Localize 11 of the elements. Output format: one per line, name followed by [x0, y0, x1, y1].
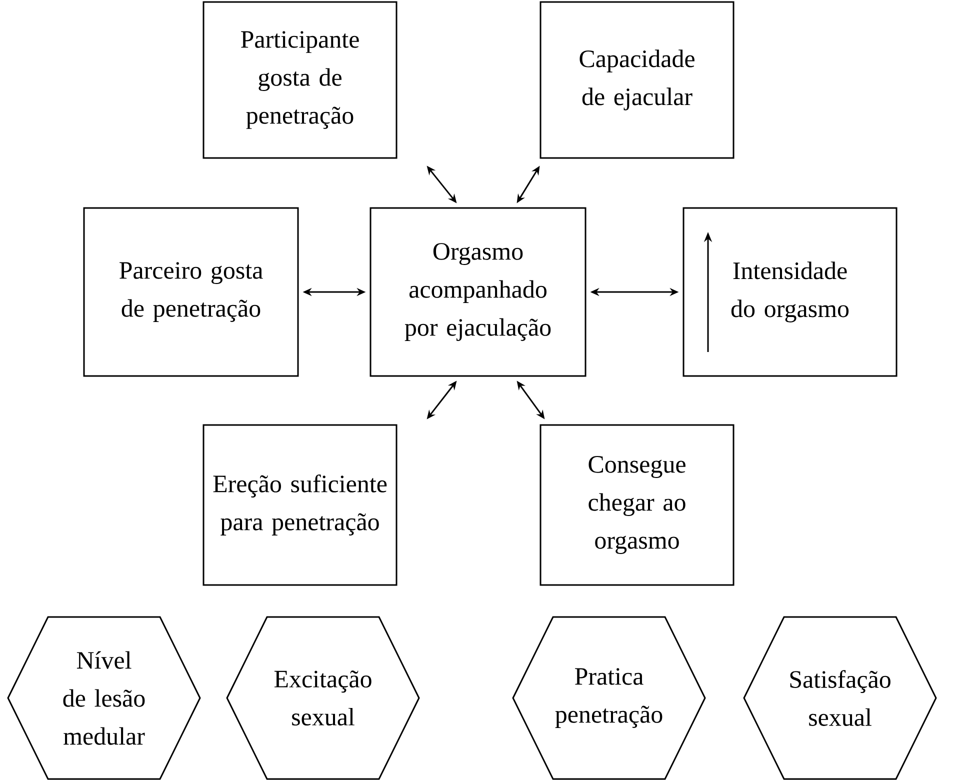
- hexagon: Satisfação sexual: [743, 616, 937, 780]
- text-box: Participante gosta de penetração: [202, 1, 398, 159]
- text-box: Parceiro gosta de penetração: [83, 207, 299, 377]
- text-box: Capacidade de ejacular: [540, 1, 734, 159]
- text-box: Consegue chegar ao orgasmo: [540, 424, 734, 586]
- hexagon: Nível de lesão medular: [7, 616, 201, 780]
- text-box: Intensidade do orgasmo: [682, 207, 898, 377]
- text-box: Orgasmo acompanhado por ejaculação: [370, 207, 586, 377]
- text-box: Ereção suficiente para penetração: [202, 424, 398, 586]
- hexagon: Pratica penetração: [512, 616, 706, 780]
- hexagon: Excitação sexual: [226, 616, 420, 780]
